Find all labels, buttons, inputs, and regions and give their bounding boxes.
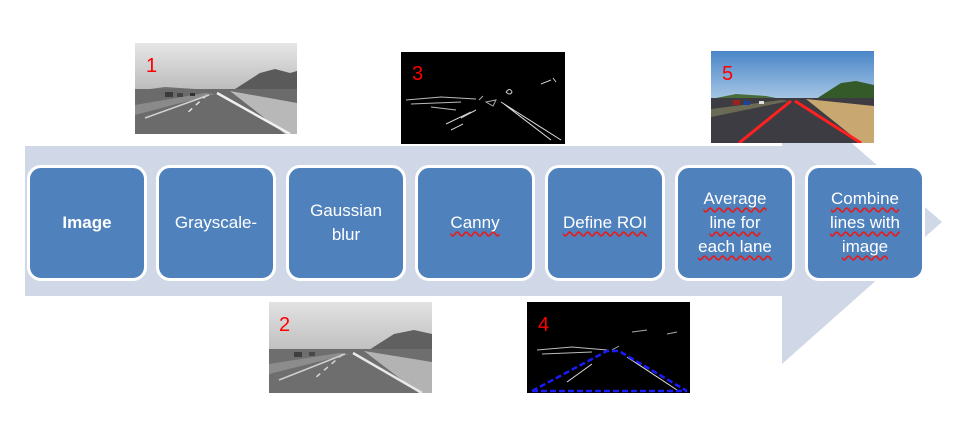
step-average-line: Average line for each lane	[675, 165, 795, 281]
step-grayscale: Grayscale-	[156, 165, 276, 281]
step-combine-lines-label: Combine lines with image	[830, 189, 900, 256]
thumbnail-number-1: 1	[146, 55, 158, 77]
step-define-roi: Define ROI	[545, 165, 665, 281]
step-grayscale-label: Grayscale-	[174, 213, 258, 232]
step-gaussian-blur: Gaussian blur	[286, 165, 406, 281]
canny-edges-image	[401, 52, 565, 144]
thumbnail-number-3: 3	[412, 63, 424, 85]
thumbnail-canny	[401, 52, 565, 144]
step-gaussian-blur-label: Gaussian blur	[310, 201, 382, 244]
thumbnail-final	[711, 51, 874, 143]
step-average-line-label: Average line for each lane	[698, 189, 772, 256]
thumbnail-grayscale	[135, 43, 297, 134]
thumbnail-number-4: 4	[538, 314, 550, 336]
thumbnail-gaussian-blur	[269, 302, 432, 393]
step-define-roi-label: Define ROI	[562, 213, 648, 232]
step-image-label: Image	[62, 213, 112, 232]
step-canny: Canny	[415, 165, 535, 281]
step-image: Image	[27, 165, 147, 281]
thumbnail-number-5: 5	[722, 63, 734, 85]
step-combine-lines: Combine lines with image	[805, 165, 925, 281]
thumbnail-roi	[527, 302, 690, 393]
blurred-road-image	[269, 302, 432, 393]
roi-edges-image	[527, 302, 690, 393]
thumbnail-number-2: 2	[279, 314, 291, 336]
final-road-image	[711, 51, 874, 143]
grayscale-road-image	[135, 43, 297, 134]
step-canny-label: Canny	[450, 213, 500, 232]
